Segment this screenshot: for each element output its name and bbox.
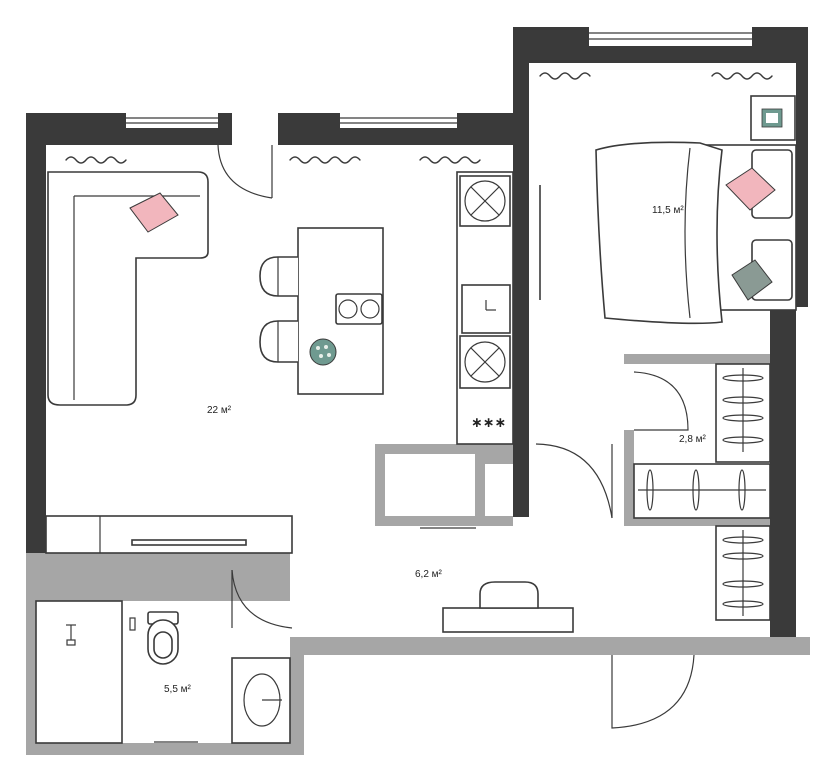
wall-kitchen-bedroom bbox=[513, 27, 529, 517]
window-bedroom bbox=[589, 27, 752, 45]
window-living-sill bbox=[126, 128, 218, 145]
bed bbox=[595, 141, 723, 325]
wall-bathroom-left bbox=[26, 553, 36, 753]
hallway-pouf bbox=[479, 581, 539, 609]
curtain-bedroom-left bbox=[539, 72, 591, 80]
sofa bbox=[47, 171, 209, 406]
island-cooktop bbox=[335, 293, 383, 325]
pillow-pink-bed bbox=[725, 167, 776, 211]
area-label-closet: 2,8 м² bbox=[679, 434, 707, 445]
wall-closet-bottom bbox=[624, 518, 770, 526]
living-room: ∗∗∗ 22 м² bbox=[45, 171, 514, 554]
shower bbox=[35, 600, 123, 744]
bar-stool-1 bbox=[259, 256, 298, 297]
door-closet bbox=[633, 371, 689, 431]
window-bedroom-sill bbox=[589, 46, 752, 63]
wall-bathroom-right bbox=[290, 655, 304, 755]
door-entrance bbox=[611, 654, 695, 729]
pillow-grey-bed bbox=[731, 259, 773, 301]
wall-bathroom-top bbox=[26, 553, 290, 601]
door-bathroom bbox=[231, 569, 293, 629]
area-label-bathroom: 5,5 м² bbox=[164, 684, 192, 695]
wall-top-living-left bbox=[26, 113, 126, 145]
bedroom: 11,5 м² bbox=[595, 95, 797, 325]
pillow-sofa bbox=[129, 192, 179, 233]
window-living bbox=[126, 113, 218, 127]
area-label-hallway: 6,2 м² bbox=[415, 569, 443, 580]
window-kitchen bbox=[340, 113, 457, 127]
walls bbox=[26, 27, 810, 755]
tv-console bbox=[45, 515, 293, 554]
tv bbox=[131, 539, 247, 546]
curtain-bedroom-right bbox=[711, 72, 773, 80]
curtain-living-left bbox=[65, 156, 107, 164]
area-label-bedroom: 11,5 м² bbox=[652, 205, 684, 216]
door-balcony-living bbox=[217, 144, 273, 199]
wall-right-upper bbox=[796, 27, 808, 307]
wall-bottom-hallway bbox=[290, 637, 810, 655]
wall-closet-left bbox=[624, 430, 634, 518]
closet: 2,8 м² bbox=[633, 363, 771, 519]
wall-right-lower bbox=[770, 307, 796, 637]
wardrobe-rack-horizontal bbox=[633, 463, 771, 519]
cooktop-symbol: ∗∗∗ bbox=[471, 415, 506, 431]
window-kitchen-sill bbox=[340, 128, 457, 145]
bar-stool-2 bbox=[259, 320, 298, 363]
bathroom: 5,5 м² bbox=[35, 600, 291, 744]
wall-closet-top bbox=[624, 354, 770, 364]
curtain-kitchen-left bbox=[289, 156, 361, 164]
wall-top-kitchen-left bbox=[278, 113, 340, 145]
hallway: 6,2 м² bbox=[415, 525, 771, 633]
wall-top-living-right bbox=[218, 113, 232, 145]
wall-top-kitchen-right bbox=[457, 113, 515, 145]
doors bbox=[217, 144, 695, 729]
wall-bathroom-bottom bbox=[26, 743, 304, 755]
wall-top-bedroom-left bbox=[513, 27, 589, 63]
plate bbox=[309, 338, 337, 366]
curtain-kitchen-right bbox=[419, 156, 481, 164]
door-bedroom bbox=[535, 443, 613, 519]
hallway-bench bbox=[442, 607, 574, 633]
area-label-living: 22 м² bbox=[207, 405, 232, 416]
wall-left bbox=[26, 113, 46, 553]
oven-1 bbox=[459, 175, 511, 227]
curtains bbox=[65, 72, 773, 164]
